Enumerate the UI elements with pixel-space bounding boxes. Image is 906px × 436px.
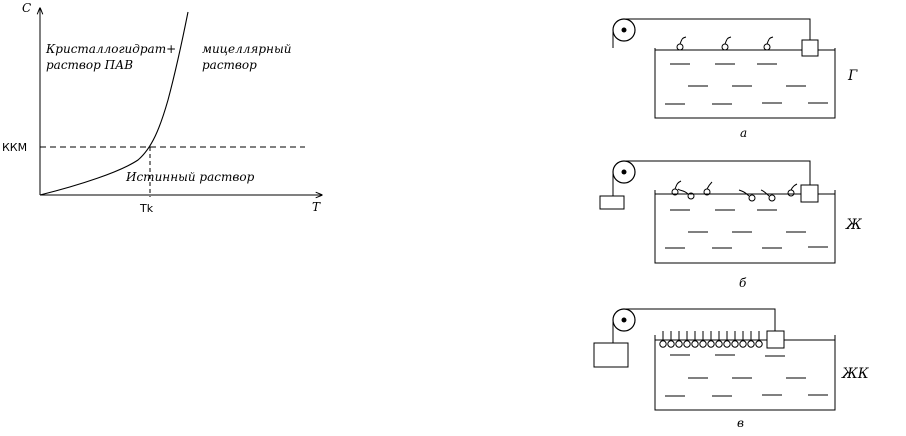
caption-a: а bbox=[740, 126, 747, 140]
region-left-line1: Кристаллогидрат+ bbox=[45, 42, 176, 56]
thread bbox=[624, 308, 776, 331]
trough-diagram-b: Ж б bbox=[599, 160, 863, 290]
condensed-monolayer bbox=[659, 331, 763, 348]
float-barrier bbox=[800, 184, 819, 203]
water-dashes bbox=[665, 209, 828, 249]
weight bbox=[593, 342, 629, 368]
weight bbox=[599, 195, 625, 210]
water-dashes bbox=[665, 63, 828, 105]
state-label-b: Ж bbox=[845, 217, 863, 233]
trough-diagram-c: ЖК в bbox=[593, 308, 870, 430]
trough-diagram-a: Г а bbox=[612, 18, 858, 140]
region-bottom-label: Истинный раствор bbox=[125, 170, 255, 184]
state-label-a: Г bbox=[847, 68, 858, 84]
pulley-axle bbox=[621, 169, 627, 175]
y-axis-label: C bbox=[22, 1, 31, 15]
tk-label: Tk bbox=[139, 202, 154, 215]
caption-c: в bbox=[737, 416, 744, 430]
region-right-line2: раствор bbox=[202, 58, 257, 72]
thread bbox=[624, 18, 811, 40]
trough-outline bbox=[654, 190, 836, 264]
phase-diagram: C T ККМ Tk Кристаллогидрат+ раствор ПАВ … bbox=[2, 1, 322, 215]
trough-outline bbox=[654, 48, 836, 119]
float-barrier bbox=[801, 39, 819, 57]
pulley-axle bbox=[621, 27, 627, 33]
thread bbox=[624, 160, 811, 185]
caption-b: б bbox=[739, 276, 747, 290]
trough-outline bbox=[654, 335, 836, 411]
surfactant-molecules bbox=[671, 180, 798, 202]
region-right-line1: мицеллярный bbox=[202, 42, 291, 56]
pulley-axle bbox=[621, 317, 627, 323]
region-left-line2: раствор ПАВ bbox=[46, 58, 133, 72]
water-dashes bbox=[665, 354, 828, 397]
float-barrier bbox=[766, 330, 785, 349]
ccm-label: ККМ bbox=[2, 141, 27, 154]
surfactant-molecules bbox=[676, 36, 774, 51]
state-label-c: ЖК bbox=[841, 366, 870, 382]
x-axis-label: T bbox=[312, 200, 321, 214]
solubility-curve bbox=[39, 11, 189, 196]
